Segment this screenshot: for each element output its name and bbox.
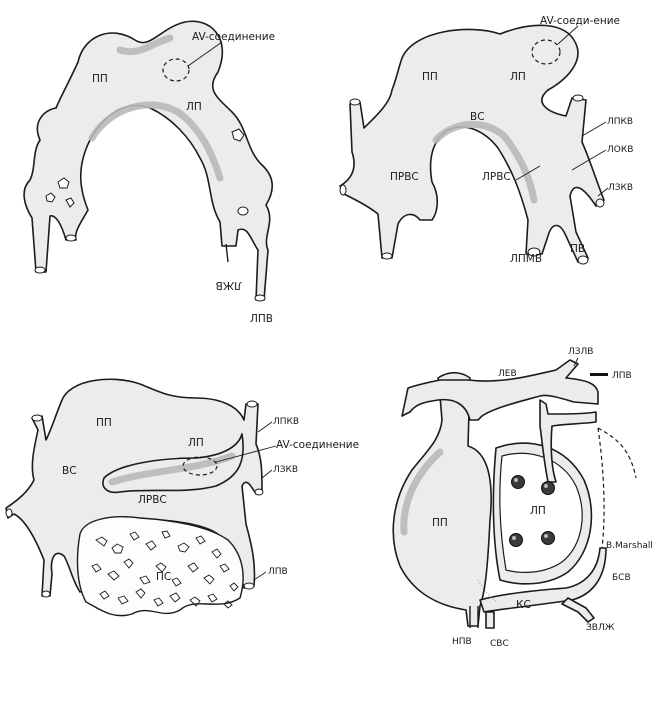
panel-b-label-prvs: ПРВС [390,171,419,183]
panel-b-label-lpmv: ЛПМВ [510,253,542,265]
panel-a-av-leader [187,41,223,67]
panel-b-label-vs: ВС [470,111,485,123]
panel-d-label-npv: НПВ [452,637,472,647]
panel-c-leader-lpkv [257,421,273,433]
panel-a-label-lp: ЛП [186,101,202,113]
panel-a-label-lzhv: ЛЖВ [216,279,242,291]
panel-c-label-lpkv: ЛПКВ [273,417,299,427]
panel-d-sinus-junction-dots [477,579,499,603]
panel-a-ostia [34,128,266,302]
panel-c: ПП ЛП ВС ЛПКВ AV-соединение ЛЗКВ ЛРВС ПС… [5,378,359,617]
panel-c-sinus-trabecular [76,516,244,617]
panel-d-pv-ostia [509,475,555,547]
panel-c-label-lp: ЛП [188,437,204,449]
panel-a-av-junction [162,58,190,82]
panel-a-upper-shading [116,34,174,55]
panel-d-label-marshall: В.Marshall [606,541,653,551]
panel-d: ЛЗЛВ ЛЕВ ЛПВ ПП ЛП В.Marshall БСВ КС ЗВЛ… [392,347,653,649]
panel-b-leader-lzkv [597,187,609,197]
panel-d-marshall-extension [597,427,637,479]
panel-d-leader-lzlv [573,357,579,367]
panel-b-av-junction [531,39,561,65]
panel-d-lpv-ligature [590,373,608,376]
panel-a: ПП ЛП AV-соединение ЛЖВ ЛПВ [23,20,275,325]
panel-b-av-leader [557,25,579,45]
panel-b-leader-lokv [571,149,607,171]
panel-c-inner-shading [108,452,236,486]
panel-d-label-lp: ЛП [530,505,546,517]
panel-b-label-lzkv: ЛЗКВ [608,183,633,193]
panel-c-av-leader [215,445,277,463]
panel-c-label-lrvs: ЛРВС [138,494,167,506]
panel-a-atrium-shape [23,20,274,301]
panel-a-label-lpv: ЛПВ [250,313,273,325]
panel-d-zvlzh-branch [561,597,595,623]
panel-c-leader-lpv [253,571,267,581]
panel-c-av-junction [182,456,218,476]
panel-c-label-lpv: ЛПВ [268,567,288,577]
panel-d-coronary-sinus [479,547,607,613]
panel-b-atrium-shape [339,24,605,263]
panel-b-label-lpkv: ЛПКВ [607,117,633,127]
panel-d-label-zvlzh: ЗВЛЖ [586,623,615,633]
panel-d-lev-tube [401,359,599,421]
panel-d-right-atrium [392,371,492,627]
panel-c-leader-lzkv [261,469,273,479]
panel-b-label-pp: ПП [422,71,438,83]
panel-d-ra-shading [400,448,444,536]
panel-c-label-av: AV-соединение [276,439,359,451]
panel-d-marshall-vein [597,427,605,549]
panel-c-label-pp: ПП [96,417,112,429]
panel-d-svs-tube [485,611,495,629]
panel-b-label-pv: ПВ [570,243,585,255]
panel-b-label-lokv: ЛОКВ [607,145,633,155]
panel-a-label-pp: ПП [92,73,108,85]
panel-d-label-lev: ЛЕВ [498,369,517,379]
panel-b-leader-lrvs [515,165,541,181]
panel-d-label-svs: СВС [490,639,509,649]
panel-d-lower-tube [539,399,597,483]
panel-c-sinus-spongy-pattern [91,530,239,609]
panel-b-leader-lpkv [581,121,607,137]
panel-b-inner-shading [432,120,538,204]
panel-a-label-av: AV-соединение [192,31,275,43]
panel-d-label-pp: ПП [432,517,448,529]
panel-c-ostia [5,400,264,598]
panel-b-label-av: AV-соеди-ение [540,15,620,27]
panel-d-label-bsv: БСВ [612,573,631,583]
panel-d-label-lzlv: ЛЗЛВ [568,347,593,357]
panel-d-label-ks: КС [516,599,531,611]
panel-a-inner-shading [88,101,224,182]
panel-c-label-lzkv: ЛЗКВ [273,465,298,475]
panel-c-label-ps: ПС [156,571,171,583]
panel-d-label-lpv: ЛПВ [612,371,632,381]
panel-b-ostia [339,94,605,265]
panel-b-label-lrvs: ЛРВС [482,171,511,183]
panel-b: AV-соеди-ение ПП ЛП ВС ЛПКВ ЛОКВ ЛЗКВ ПР… [339,15,633,265]
panel-a-tube-lzhv [225,243,229,263]
panel-c-label-vs: ВС [62,465,77,477]
panel-b-label-lp: ЛП [510,71,526,83]
panel-d-npv-tube [469,606,479,628]
